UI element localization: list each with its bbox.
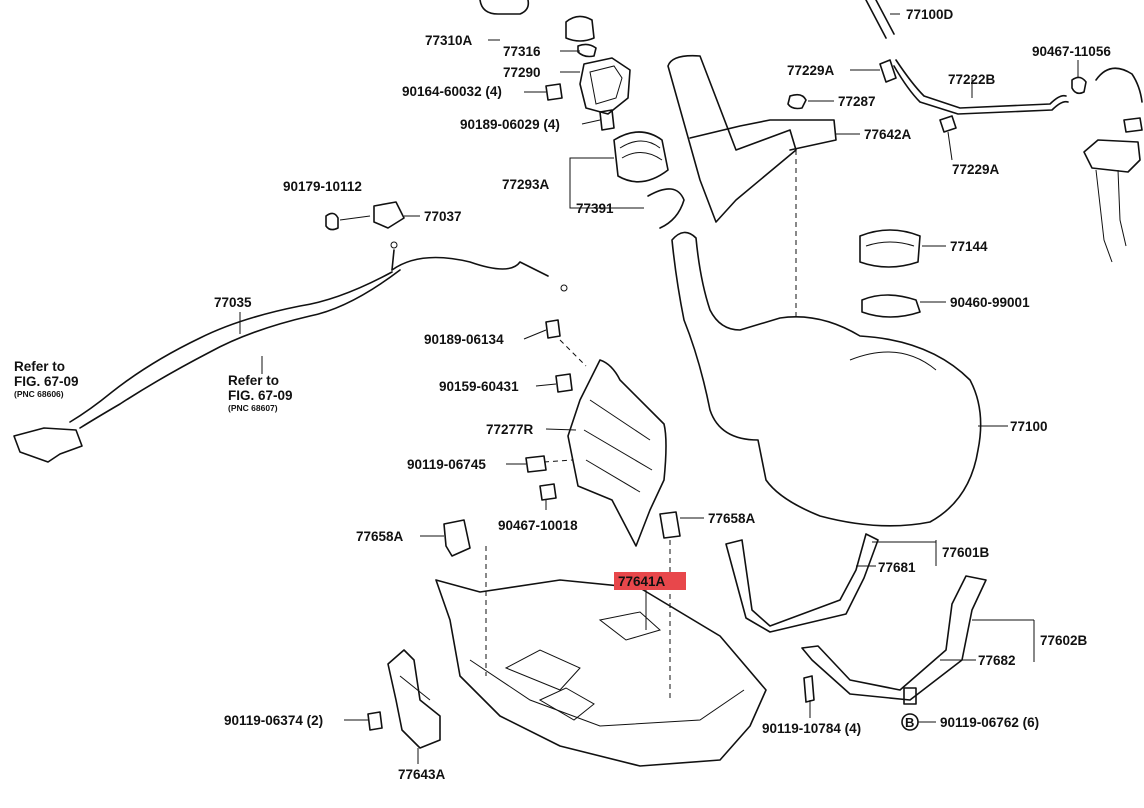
label-90179-10112: 90179-10112 [283,179,362,194]
leader-lines [239,13,1079,764]
label-77277R: 77277R [486,422,534,437]
label-77100D: 77100D [906,7,954,22]
refer2-line2: FIG. 67-09 [228,388,293,403]
refer2-pnc: (PNC 68607) [228,403,278,413]
label-77681: 77681 [878,560,916,575]
refer2-line1: Refer to [228,373,279,388]
filler-neck-group [479,0,895,229]
refer1-line1: Refer to [14,359,65,374]
cable-77035-group [13,201,568,463]
label-77290: 77290 [503,65,541,80]
label-77602B: 77602B [1040,633,1088,648]
label-77035: 77035 [214,295,252,310]
label-77293A: 77293A [502,177,550,192]
label-77037: 77037 [424,209,462,224]
highlight-77641A [614,572,686,590]
label-90467-11056: 90467-11056 [1032,44,1111,59]
label-90460-99001: 90460-99001 [950,295,1030,310]
label-90467-10018: 90467-10018 [498,518,578,533]
label-77641A: 77641A [618,574,666,589]
label-90159-60431: 90159-60431 [439,379,519,394]
label-90119-10784: 90119-10784 (4) [762,721,861,736]
bracket-77643A [367,649,441,749]
label-77391: 77391 [576,201,614,216]
b-symbol: B [905,715,914,730]
label-77144: 77144 [950,239,988,254]
label-77229A-top: 77229A [787,63,835,78]
refer1-pnc: (PNC 68606) [14,389,64,399]
labels: 77100D 77310A 77316 77290 90164-60032 (4… [14,7,1111,782]
pipe-77222B-group [787,59,1143,263]
label-77287: 77287 [838,94,876,109]
label-90119-06762: 90119-06762 (6) [940,715,1039,730]
label-77100: 77100 [1010,419,1048,434]
label-77316: 77316 [503,44,541,59]
label-90189-06134: 90189-06134 [424,332,504,347]
label-90119-06374: 90119-06374 (2) [224,713,323,728]
heat-shield-77277R [525,319,667,547]
refer1-line2: FIG. 67-09 [14,374,79,389]
label-77642A: 77642A [864,127,912,142]
protector-77641A [435,511,767,767]
straps-group [725,533,987,705]
label-77310A: 77310A [425,33,473,48]
b-symbol-circle [901,713,919,731]
label-77229A-bottom: 77229A [952,162,1000,177]
label-77658A-left: 77658A [356,529,404,544]
label-90164-60032: 90164-60032 (4) [402,84,502,99]
label-77658A-right: 77658A [708,511,756,526]
fuel-tank-77100 [667,54,982,527]
label-77222B: 77222B [948,72,996,87]
label-77601B: 77601B [942,545,990,560]
label-77682: 77682 [978,653,1016,668]
label-90119-06745: 90119-06745 [407,457,486,472]
label-77643A: 77643A [398,767,446,782]
label-90189-06029: 90189-06029 (4) [460,117,560,132]
